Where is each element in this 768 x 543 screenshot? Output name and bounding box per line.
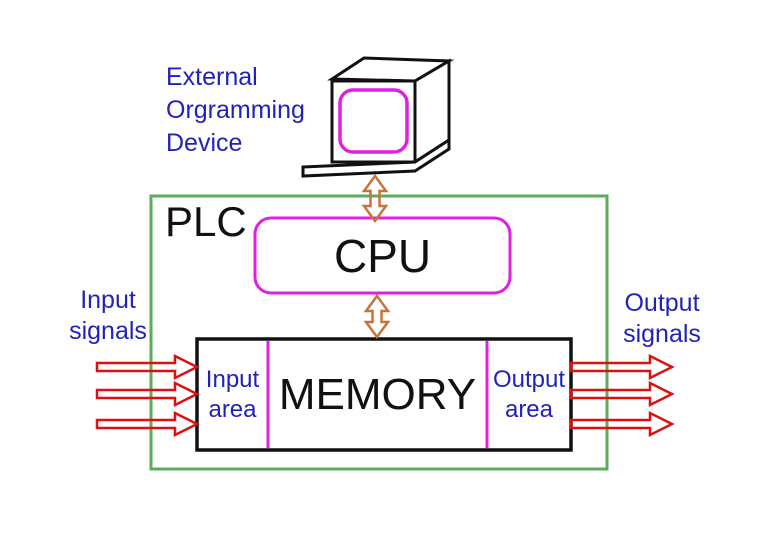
output-arrow-1: [569, 353, 675, 381]
external-device-label-line2: Orgramming: [166, 96, 305, 124]
memory-label: MEMORY: [278, 369, 477, 419]
output-area-label: Output area: [487, 339, 571, 450]
programming-device-icon: [301, 56, 455, 178]
input-arrow-3: [95, 410, 200, 438]
input-area-label-line1: Input: [205, 365, 260, 393]
cpu-box: [253, 216, 512, 295]
external-device-label-line1: External: [166, 63, 258, 91]
input-signals-label-line2: signals: [69, 317, 147, 345]
output-arrow-3: [569, 410, 675, 438]
input-signals-label: Input signals: [50, 285, 166, 347]
monitor-screen: [338, 88, 409, 154]
output-arrow-2: [569, 380, 675, 408]
cpu-memory-arrow: [363, 293, 391, 340]
device-cpu-arrow: [361, 173, 389, 224]
output-area-label-line2: area: [504, 395, 554, 423]
output-signals-label: Output signals: [604, 288, 720, 350]
input-area-label: Input area: [197, 339, 268, 450]
keyboard-tray: [301, 137, 451, 178]
input-area-label-line2: area: [208, 395, 257, 423]
output-signal-arrows: [569, 353, 675, 438]
input-signal-arrows: [95, 353, 200, 438]
external-device-label-line3: Device: [166, 129, 243, 157]
plc-label: PLC: [165, 198, 247, 245]
output-signals-label-line2: signals: [623, 320, 701, 348]
external-device-label: External Orgramming Device: [166, 61, 305, 160]
input-signals-label-line1: Input: [80, 286, 136, 314]
memory-box: [195, 337, 573, 452]
output-area-label-line1: Output: [492, 365, 566, 393]
cpu-label: CPU: [333, 229, 432, 282]
input-arrow-1: [95, 353, 200, 381]
input-arrow-2: [95, 380, 200, 408]
output-signals-label-line1: Output: [624, 289, 700, 317]
